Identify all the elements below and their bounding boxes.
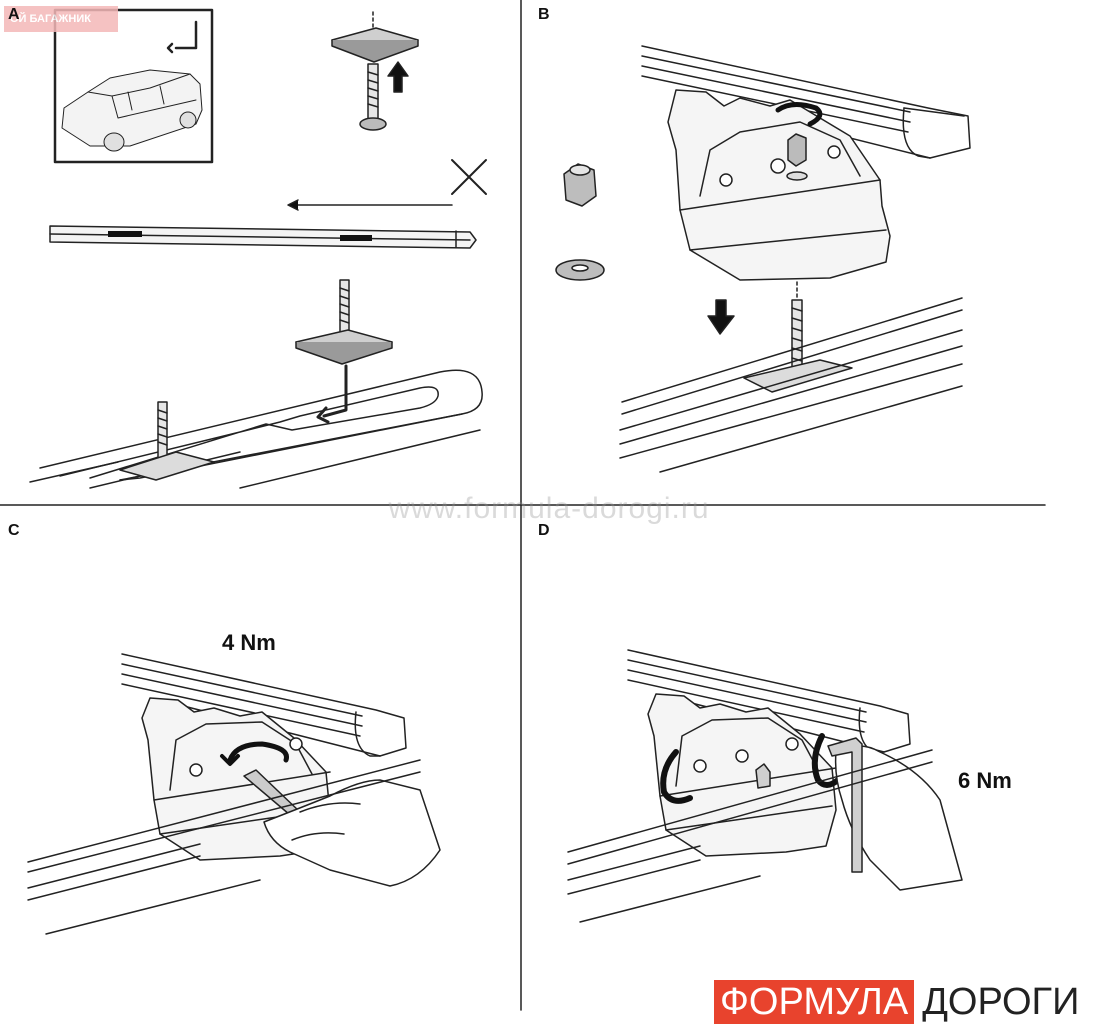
panel-c-drawing [27, 653, 441, 935]
roof-rail-a [29, 369, 483, 489]
rotate-arrow-icon-d-left [660, 749, 693, 804]
torque-label-d: 6 Nm [958, 768, 1012, 793]
rotate-arrow-icon-c [227, 741, 289, 763]
hand-d [834, 745, 963, 891]
foot-b [667, 89, 891, 281]
watermark-url: www.formula-dorogi.ru [388, 492, 710, 525]
brand-logo: ФОРМУЛА ДОРОГИ [714, 980, 1087, 1024]
crossbar-b [641, 45, 971, 159]
load-bar [49, 225, 477, 249]
cross-mark-icon [451, 159, 487, 195]
nut-on-foot [787, 133, 807, 167]
t-plate-b [743, 359, 853, 393]
panel-label-b: B [538, 6, 550, 23]
bolt-in-rail [157, 401, 168, 461]
brand-part-2: ДОРОГИ [922, 981, 1080, 1023]
brand-part-1: ФОРМУЛА [714, 980, 915, 1024]
rotate-arrow-icon-d-right [811, 733, 841, 788]
nut-icon [563, 163, 597, 207]
car-inset-frame [53, 8, 214, 164]
bolt-top [359, 63, 387, 131]
panel-b-drawing [555, 45, 971, 473]
inset-arrow-icon [174, 20, 198, 50]
panel-label-c: C [8, 522, 20, 539]
roof-rail-c [27, 759, 421, 935]
insert-arrow-icon [322, 364, 348, 418]
hand-c [263, 779, 441, 887]
foot-d [647, 693, 837, 857]
crossbar-c [121, 653, 407, 757]
panel-d-drawing [567, 649, 963, 923]
car-icon [61, 69, 203, 152]
torque-label-c: 4 Nm [222, 630, 276, 655]
roof-rail-b [619, 297, 963, 473]
bolt-middle [339, 279, 350, 339]
roof-rail-d [567, 749, 933, 923]
left-arrow-icon [287, 199, 299, 211]
t-plate-in-rail [119, 451, 215, 481]
up-arrow-icon [387, 61, 409, 93]
bolt-b [791, 299, 803, 369]
panel-a-drawing [29, 8, 487, 489]
corner-tag: ОЙ БАГАЖНИК [4, 6, 118, 32]
rotate-arrow-icon-b [775, 102, 823, 127]
down-arrow-icon [707, 299, 735, 335]
panel-label-d: D [538, 522, 550, 539]
panel-label-a: A [8, 6, 20, 23]
